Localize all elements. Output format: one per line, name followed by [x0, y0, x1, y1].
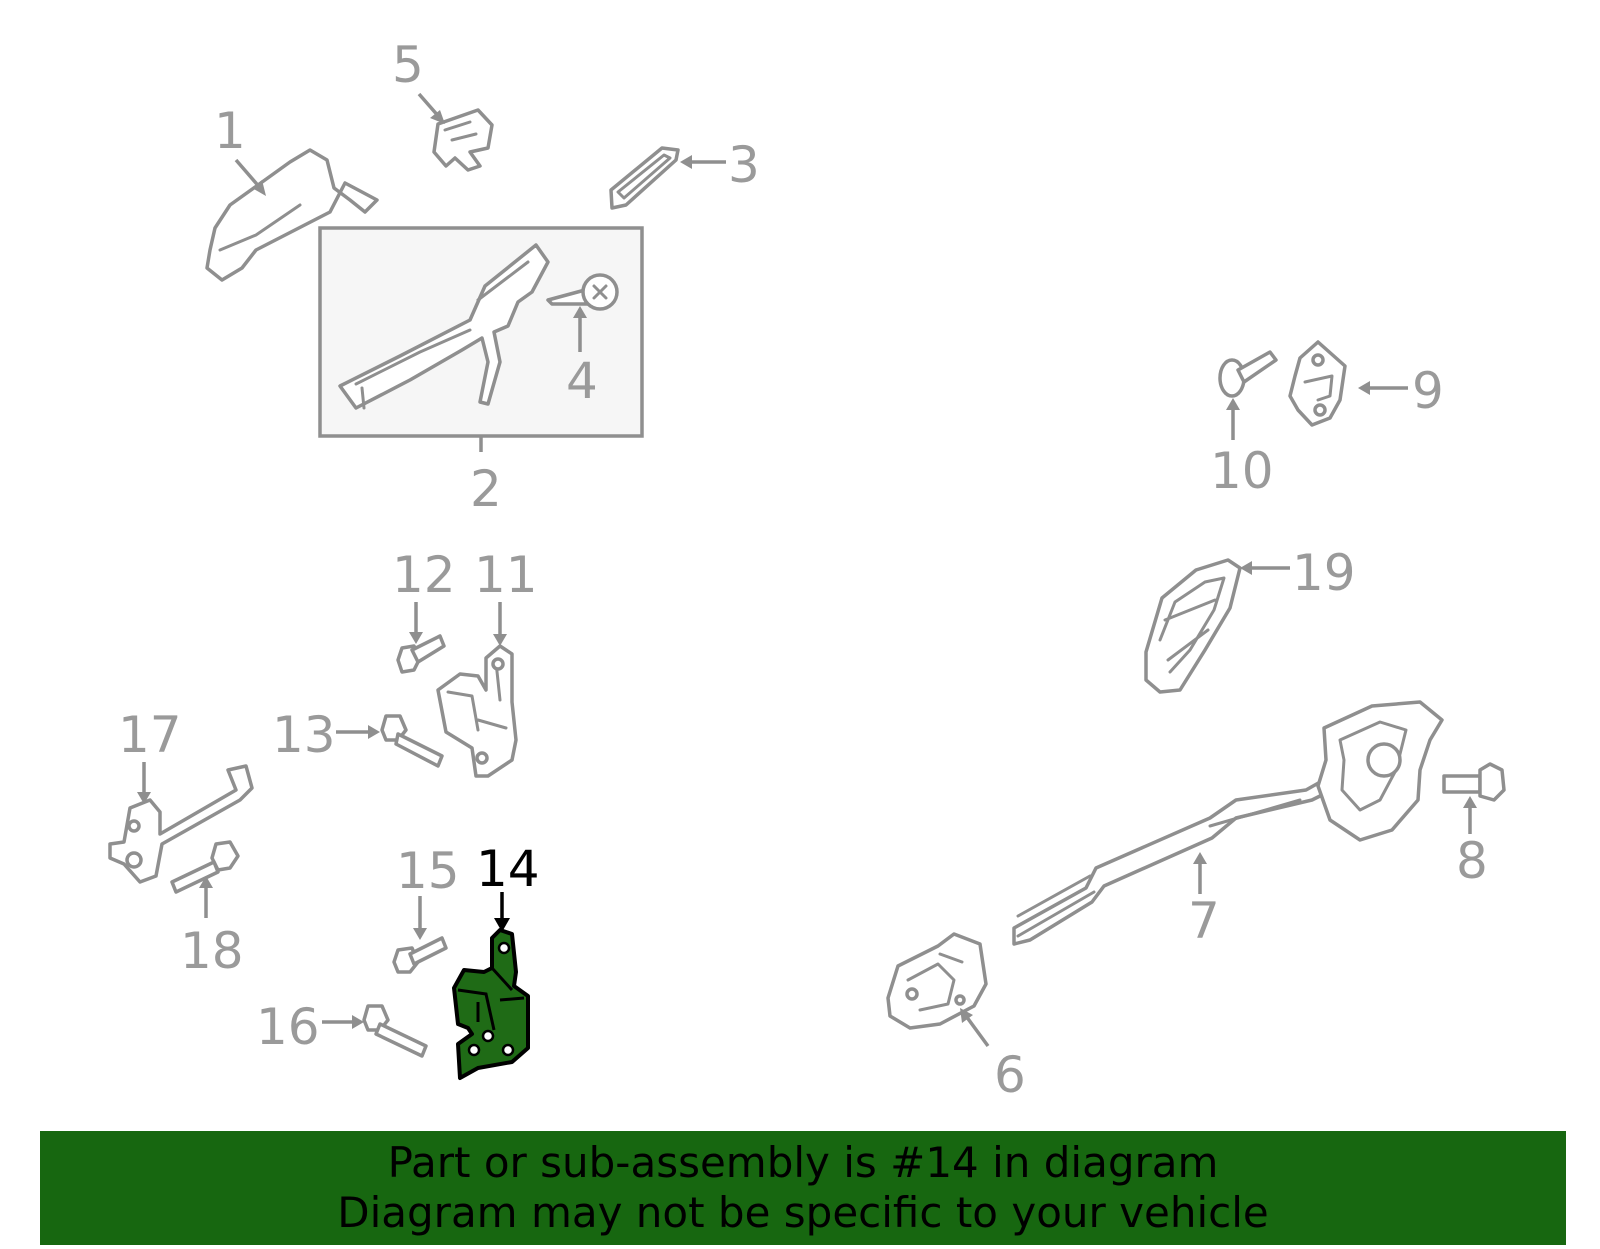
- part-19-cover: [1144, 558, 1242, 694]
- callout-5: 5: [392, 36, 424, 94]
- callout-9: 9: [1412, 362, 1444, 420]
- callout-8: 8: [1456, 832, 1488, 890]
- callout-3: 3: [728, 136, 760, 194]
- callout-19: 19: [1292, 544, 1356, 602]
- callout-6: 6: [994, 1046, 1026, 1104]
- part-16-bolt: [362, 1004, 428, 1058]
- callout-11: 11: [474, 546, 538, 604]
- callout-13: 13: [272, 706, 336, 764]
- callout-12: 12: [392, 546, 456, 604]
- callout-14: 14: [476, 840, 540, 898]
- callout-15: 15: [396, 842, 460, 900]
- callout-17: 17: [118, 706, 182, 764]
- part-17-check-link: [108, 764, 254, 884]
- callout-16: 16: [256, 998, 320, 1056]
- banner-line-2: Diagram may not be specific to your vehi…: [337, 1188, 1269, 1237]
- callout-7: 7: [1188, 892, 1220, 950]
- part-2-handle-frame-box: [318, 226, 644, 438]
- part-8-bolt: [1442, 762, 1506, 802]
- part-5-clip: [432, 108, 494, 172]
- callout-18: 18: [180, 922, 244, 980]
- part-14-lower-hinge: [452, 928, 530, 1080]
- part-9-striker: [1288, 340, 1347, 427]
- banner-line-1: Part or sub-assembly is #14 in diagram: [387, 1138, 1219, 1187]
- info-banner: Part or sub-assembly is #14 in diagram D…: [40, 1131, 1566, 1245]
- part-13-bolt: [380, 714, 444, 768]
- part-12-bolt: [396, 634, 446, 674]
- part-15-bolt: [392, 936, 448, 974]
- part-3-bezel: [609, 146, 680, 210]
- part-6-actuator: [886, 932, 988, 1030]
- part-11-upper-hinge: [436, 644, 518, 778]
- callout-4: 4: [566, 352, 598, 410]
- callout-2: 2: [470, 460, 502, 518]
- part-10-bolt: [1218, 350, 1278, 398]
- part-18-bolt: [170, 840, 240, 894]
- part-1-outside-handle: [205, 148, 379, 282]
- callout-10: 10: [1210, 442, 1274, 500]
- part-7-lock-cables: [1012, 700, 1444, 946]
- callout-1: 1: [214, 102, 246, 160]
